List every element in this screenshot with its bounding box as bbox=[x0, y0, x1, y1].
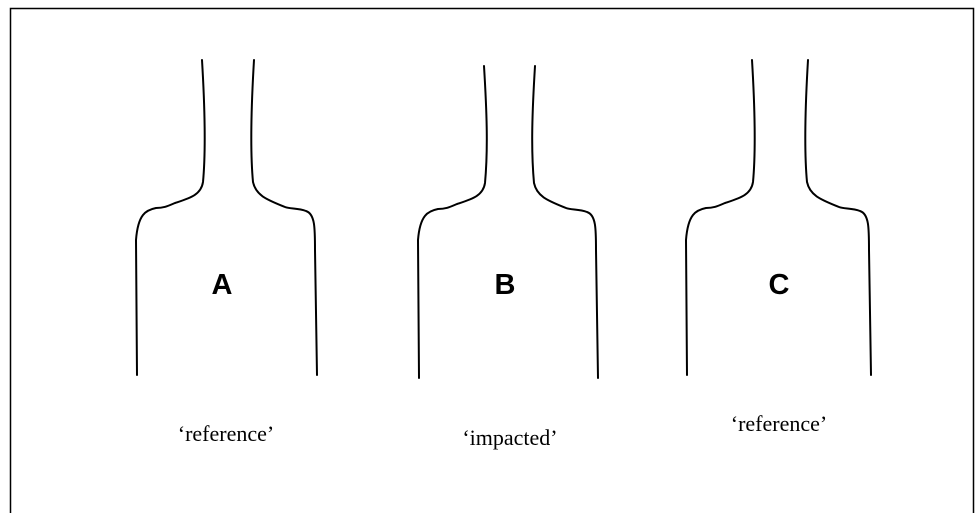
panel-caption-c: ‘reference’ bbox=[731, 411, 827, 436]
panel-letter-b: B bbox=[495, 269, 516, 301]
panel-letter-a: A bbox=[212, 269, 233, 301]
catchment-outline-c bbox=[686, 60, 871, 375]
catchment-outline-b bbox=[418, 66, 598, 378]
panel-caption-a: ‘reference’ bbox=[178, 421, 274, 446]
catchment-outline-a bbox=[136, 60, 317, 375]
panel-letter-c: C bbox=[769, 269, 790, 301]
panel-caption-b: ‘impacted’ bbox=[462, 425, 557, 450]
